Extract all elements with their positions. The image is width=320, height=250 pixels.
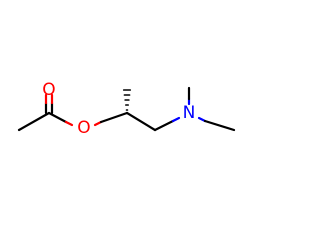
bond-nitrogen-methyl-right-blue [197, 116, 207, 123]
ester-oxygen-label: O [77, 118, 90, 138]
hashed-wedge-bond [122, 89, 132, 111]
bond-acetyl-methyl [17, 111, 51, 132]
bond-ch2-nitrogen-black [153, 119, 175, 132]
structure-canvas: O O N [17, 80, 236, 138]
bond-ester-chiral-red [93, 120, 103, 127]
bond-carbonyl-ester-red [64, 120, 74, 127]
bond-carbonyl-ester-black [47, 111, 68, 124]
bond-ch2-nitrogen-blue [171, 116, 181, 123]
carbonyl-oxygen-label: O [42, 80, 55, 100]
molecule-structure: O O N [17, 80, 236, 138]
bond-ester-chiral-black [99, 111, 129, 124]
amine-nitrogen-label: N [183, 103, 196, 123]
bond-chiral-ch2 [125, 111, 157, 132]
bond-nitrogen-methyl-right-black [203, 119, 236, 132]
